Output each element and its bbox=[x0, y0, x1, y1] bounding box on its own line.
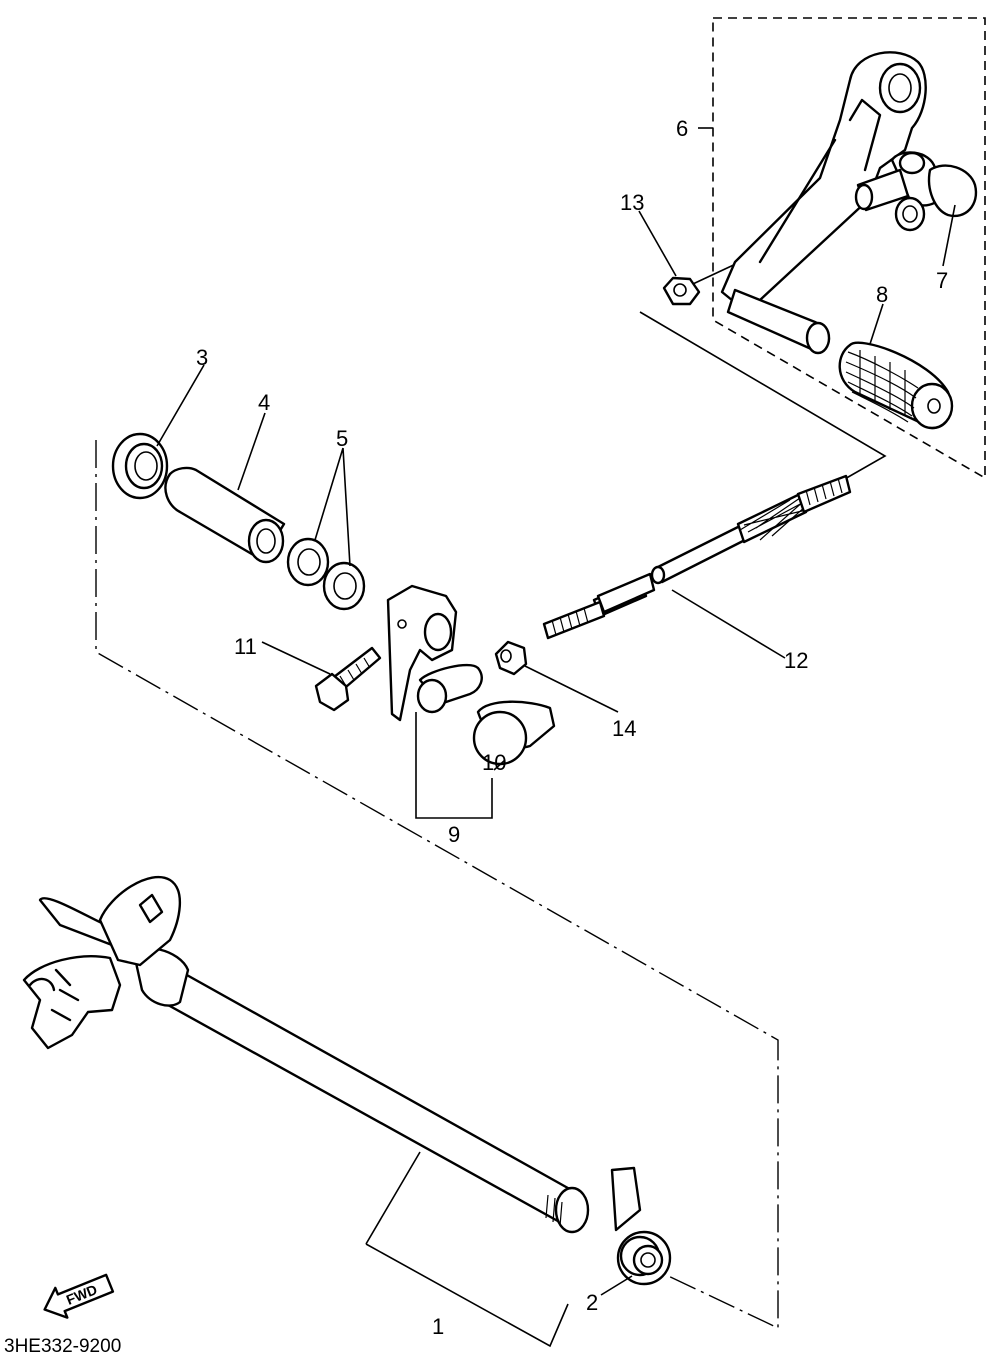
part-label-14: 14 bbox=[612, 716, 636, 741]
shift-shaft bbox=[22, 875, 590, 1234]
collar bbox=[164, 466, 286, 564]
joint-cover bbox=[472, 700, 556, 766]
part-labels: 1 2 3 4 5 6 7 8 9 10 11 12 13 14 bbox=[196, 116, 948, 1339]
pedal-rubber bbox=[838, 341, 954, 430]
part-label-12: 12 bbox=[784, 648, 808, 673]
part-label-6: 6 bbox=[676, 116, 688, 141]
part-label-5: 5 bbox=[336, 426, 348, 451]
oil-seal bbox=[111, 432, 169, 500]
part-label-11: 11 bbox=[234, 634, 257, 659]
part-label-4: 4 bbox=[258, 390, 270, 415]
leader-lines bbox=[156, 127, 956, 1348]
figure-code: 3HE332-9200 bbox=[4, 1336, 121, 1357]
nut bbox=[662, 276, 701, 306]
part-label-3: 3 bbox=[196, 345, 208, 370]
torsion-spring bbox=[610, 1166, 672, 1286]
forward-direction-arrow: FWD bbox=[43, 1273, 115, 1319]
shift-pedal bbox=[720, 51, 927, 355]
part-label-8: 8 bbox=[876, 282, 888, 307]
part-label-7: 7 bbox=[936, 268, 948, 293]
lock-nut bbox=[494, 640, 528, 676]
rod-joint bbox=[386, 584, 483, 722]
shift-rod bbox=[542, 474, 852, 640]
part-label-10: 10 bbox=[482, 750, 506, 775]
part-label-13: 13 bbox=[620, 190, 644, 215]
bearing bbox=[286, 537, 366, 611]
bolt bbox=[314, 646, 382, 712]
pivot-bushing bbox=[854, 151, 978, 232]
part-label-9: 9 bbox=[448, 822, 460, 847]
part-label-2: 2 bbox=[586, 1290, 598, 1315]
pedal-assembly-boundary bbox=[712, 17, 986, 480]
part-label-1: 1 bbox=[432, 1314, 444, 1339]
